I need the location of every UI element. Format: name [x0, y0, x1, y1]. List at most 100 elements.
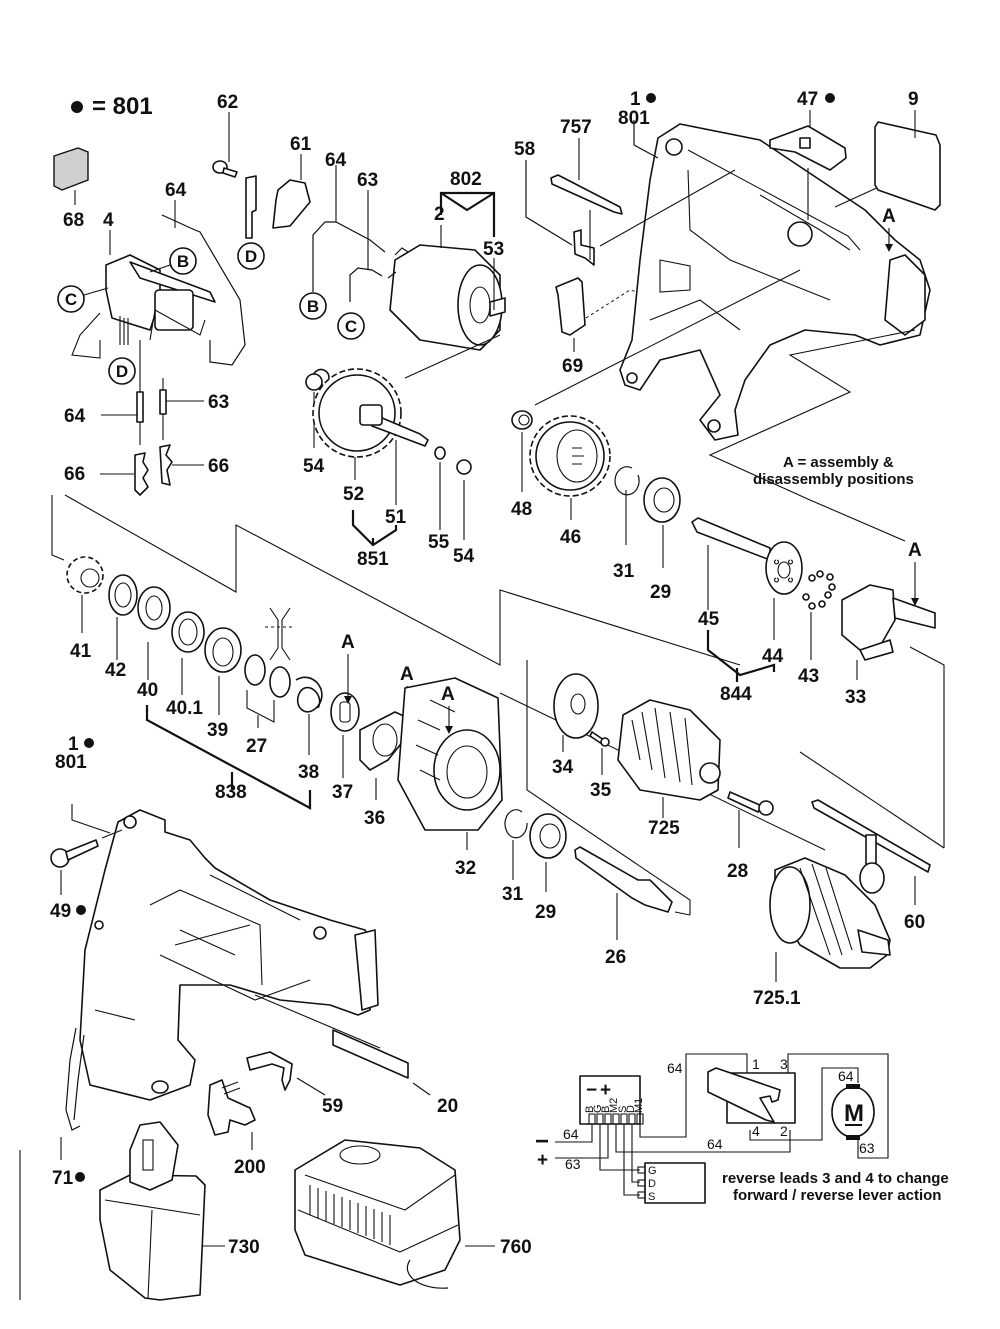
supply-minus: − — [535, 1128, 549, 1155]
svg-text:G: G — [592, 1104, 604, 1113]
part-725-1-keyed-chuck: 725.1 — [753, 857, 891, 1009]
switch-terminal-4: 4 — [752, 1123, 760, 1139]
label-41: 41 — [70, 641, 92, 662]
label-48: 48 — [511, 499, 532, 520]
part-brush-spring: D — [237, 175, 265, 270]
label-64-wire: 64 — [64, 406, 86, 427]
label-27: 27 — [246, 736, 267, 757]
wire-label-63-left: 63 — [565, 1156, 581, 1172]
label-40: 40 — [137, 680, 158, 701]
label-47: 47 — [797, 89, 818, 110]
part-68-brush-block: 68 — [53, 147, 89, 231]
connector-b-left: B — [149, 247, 197, 275]
label-40-1: 40.1 — [166, 698, 203, 719]
label-62: 62 — [217, 92, 238, 113]
module-pins: B G B M2 S D M1 — [584, 1098, 645, 1125]
label-31-top: 31 — [613, 561, 635, 582]
part-61-brush-holder: 61 — [272, 134, 312, 229]
label-26: 26 — [605, 947, 626, 968]
svg-text:C: C — [345, 317, 357, 336]
wire-label-63-motor: 63 — [859, 1140, 875, 1156]
label-64-top: 64 — [165, 180, 187, 201]
marker-a-33: A — [908, 540, 922, 561]
label-61: 61 — [290, 134, 312, 155]
module-plus-sign: + — [600, 1080, 611, 1101]
connector-d-left: D — [108, 357, 136, 385]
label-9: 9 — [908, 89, 919, 110]
part-26-spindle: 26 — [574, 846, 673, 968]
label-1-top: 1 — [630, 89, 641, 110]
assembly-note-line2: disassembly positions — [753, 471, 914, 488]
part-34-plate: 34 — [552, 673, 599, 778]
wire-label-64-top: 64 — [667, 1060, 683, 1076]
part-38-spring: 38 — [295, 676, 323, 783]
part-62-screw: 62 — [212, 92, 238, 178]
part-48-bearing: 48 — [511, 410, 533, 520]
part-31-circlip-top: 31 — [613, 466, 640, 582]
part-69-bracket: 69 — [555, 277, 691, 377]
electronic-module — [579, 1075, 641, 1125]
wiring-note-line1: reverse leads 3 and 4 to change — [722, 1170, 949, 1187]
bracket-838: 838 — [145, 705, 312, 810]
label-844: 844 — [720, 684, 752, 705]
svg-text:C: C — [65, 290, 77, 309]
svg-text:B: B — [584, 1106, 596, 1113]
part-41-ring-gear: 41 — [66, 556, 104, 662]
part-46-gear: 46 — [529, 415, 611, 548]
label-66-left: 66 — [64, 464, 85, 485]
wire-terminals: 64 63 66 66 — [64, 340, 229, 496]
label-802: 802 — [450, 169, 482, 190]
part-27-spring-washers: 27 — [244, 607, 295, 757]
motor-brush-top — [846, 1084, 860, 1089]
label-64-motor-lead: 64 — [325, 150, 347, 171]
label-71: 71 — [52, 1168, 74, 1189]
part-200-forward-reverse-switch: 200 — [207, 1079, 266, 1178]
label-28: 28 — [727, 861, 748, 882]
label-53: 53 — [483, 239, 504, 260]
fet-pin-s: S — [648, 1191, 655, 1203]
svg-text:B: B — [600, 1106, 612, 1113]
label-54-right: 54 — [453, 546, 475, 567]
module-minus-sign: − — [586, 1080, 597, 1101]
part-9-label-plate: 9 — [874, 89, 941, 211]
label-42: 42 — [105, 660, 126, 681]
label-32: 32 — [455, 858, 476, 879]
part-40-washer: 40 — [137, 586, 171, 701]
label-44: 44 — [762, 646, 784, 667]
bullet-47 — [825, 93, 835, 103]
marker-a-36: A — [400, 664, 414, 685]
label-29-bottom: 29 — [535, 902, 556, 923]
svg-text:M1: M1 — [633, 1098, 645, 1113]
label-200: 200 — [234, 1157, 266, 1178]
part-4-switch: 4 64 — [71, 180, 246, 366]
part-757-bit: 757 — [550, 117, 623, 215]
part-2-motor: 2 53 802 — [387, 169, 506, 379]
trigger-hand-icon — [707, 1067, 781, 1123]
label-46: 46 — [560, 527, 581, 548]
part-39-bearing: 39 — [204, 627, 242, 741]
switch-terminal-3: 3 — [780, 1056, 788, 1072]
part-35-screw: 35 — [589, 731, 612, 801]
label-33: 33 — [845, 687, 866, 708]
svg-text:B: B — [177, 252, 189, 271]
wire-label-64-left: 64 — [563, 1126, 579, 1142]
wire-label-64-mid: 64 — [707, 1136, 723, 1152]
label-51: 51 — [385, 507, 407, 528]
part-29-bearing-top: 29 — [643, 477, 681, 603]
svg-text:D: D — [245, 247, 257, 266]
part-32-torque-collar: 32 A — [397, 677, 503, 879]
part-730-battery: 730 — [19, 1121, 260, 1301]
supply-plus: + — [537, 1150, 548, 1171]
label-801-bottom: 801 — [55, 752, 87, 773]
part-31-circlip-bottom: 31 — [502, 809, 528, 905]
label-52: 52 — [343, 484, 364, 505]
part-42-bearing: 42 — [105, 574, 138, 681]
bullet-71 — [75, 1172, 85, 1182]
bullet-1-top — [646, 93, 656, 103]
label-60: 60 — [904, 912, 925, 933]
label-39: 39 — [207, 720, 228, 741]
svg-text:S: S — [617, 1106, 629, 1113]
label-730: 730 — [228, 1237, 260, 1258]
part-40-1-shim: 40.1 — [166, 611, 205, 719]
